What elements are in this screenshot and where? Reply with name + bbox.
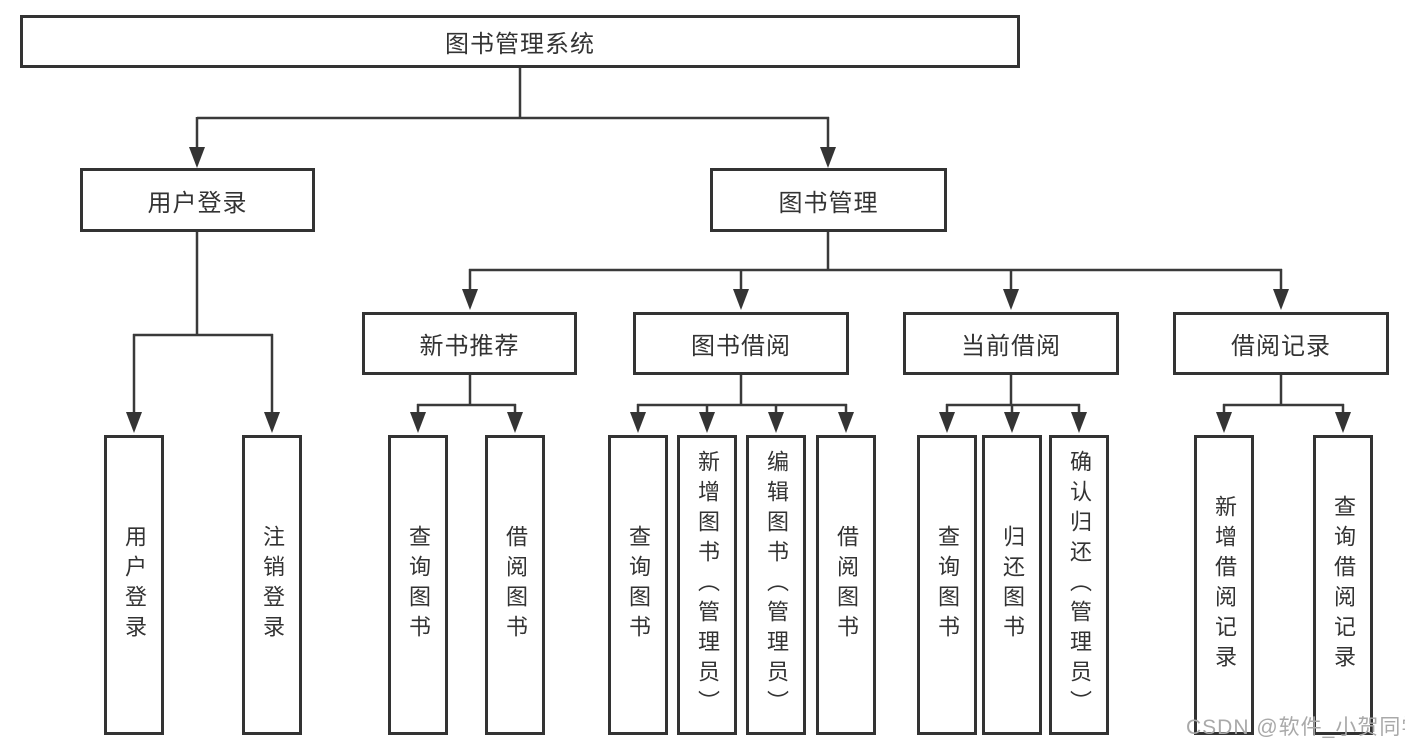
node-leaf-logout-login-label: 注销登录 [260, 525, 285, 645]
node-leaf-add-books-admin: 新增图书（管理员） [677, 435, 737, 735]
node-leaf-query-books-borrow-label: 查询图书 [626, 525, 651, 645]
node-root-system-label: 图书管理系统 [445, 31, 595, 58]
node-leaf-edit-books-admin: 编辑图书（管理员） [746, 435, 806, 735]
node-leaf-query-borrow-record: 查询借阅记录 [1313, 435, 1373, 735]
node-module-book-borrow-label: 图书借阅 [691, 333, 791, 360]
node-leaf-add-books-admin-label: 新增图书（管理员） [695, 450, 720, 720]
node-leaf-logout-login: 注销登录 [242, 435, 302, 735]
node-leaf-query-books-recommend: 查询图书 [388, 435, 448, 735]
node-leaf-borrow-books-recommend: 借阅图书 [485, 435, 545, 735]
node-module-book-borrow: 图书借阅 [633, 312, 849, 375]
node-module-borrow-records-label: 借阅记录 [1231, 333, 1331, 360]
node-module-new-book-recommend: 新书推荐 [362, 312, 577, 375]
node-leaf-borrow-books-recommend-label: 借阅图书 [503, 525, 528, 645]
node-leaf-query-books-current: 查询图书 [917, 435, 977, 735]
node-leaf-borrow-books-borrow: 借阅图书 [816, 435, 876, 735]
node-module-new-book-recommend-label: 新书推荐 [419, 333, 520, 360]
node-leaf-query-borrow-record-label: 查询借阅记录 [1331, 495, 1356, 675]
node-leaf-edit-books-admin-label: 编辑图书（管理员） [764, 450, 789, 720]
node-leaf-return-books-label: 归还图书 [1000, 525, 1025, 645]
node-root-system: 图书管理系统 [20, 15, 1020, 68]
node-leaf-query-books-current-label: 查询图书 [935, 525, 960, 645]
node-leaf-add-borrow-record-label: 新增借阅记录 [1212, 495, 1237, 675]
node-module-current-borrow: 当前借阅 [903, 312, 1119, 375]
node-leaf-add-borrow-record: 新增借阅记录 [1194, 435, 1254, 735]
node-leaf-query-books-borrow: 查询图书 [608, 435, 668, 735]
node-module-current-borrow-label: 当前借阅 [961, 333, 1061, 360]
node-leaf-return-books: 归还图书 [982, 435, 1042, 735]
node-branch-book-management: 图书管理 [710, 168, 947, 232]
node-branch-user-login-label: 用户登录 [147, 189, 248, 217]
node-branch-book-management-label: 图书管理 [778, 189, 879, 217]
csdn-watermark: CSDN @软件_小贺同学 [1186, 716, 1405, 739]
node-leaf-confirm-return-admin-label: 确认归还（管理员） [1067, 450, 1092, 720]
node-leaf-borrow-books-borrow-label: 借阅图书 [834, 525, 859, 645]
node-module-borrow-records: 借阅记录 [1173, 312, 1389, 375]
node-leaf-user-login: 用户登录 [104, 435, 164, 735]
node-leaf-user-login-label: 用户登录 [122, 525, 147, 645]
node-leaf-confirm-return-admin: 确认归还（管理员） [1049, 435, 1109, 735]
node-leaf-query-books-recommend-label: 查询图书 [406, 525, 431, 645]
node-branch-user-login: 用户登录 [80, 168, 315, 232]
